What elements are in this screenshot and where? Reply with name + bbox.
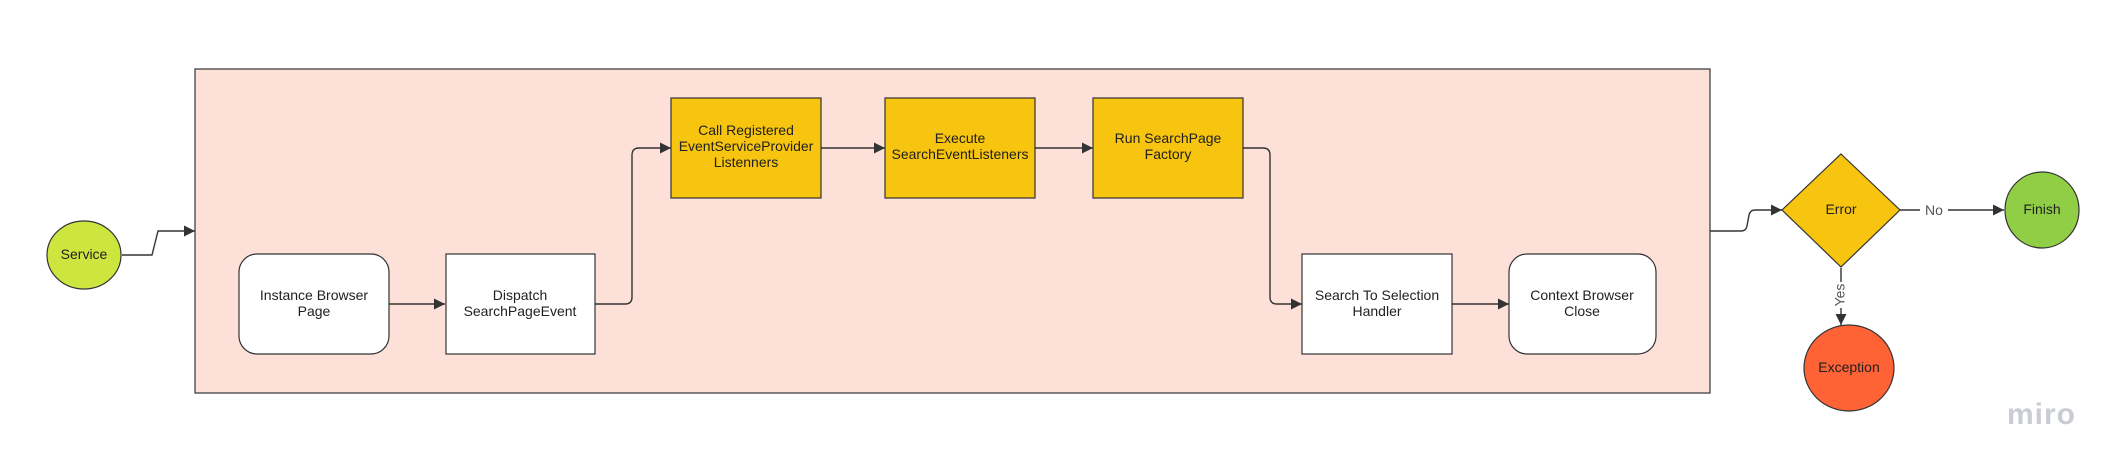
edge-label-yes: Yes [1832, 284, 1848, 307]
search-to-selection-handler-node[interactable] [1301, 253, 1453, 355]
call-registered-listeners-node[interactable] [670, 97, 822, 199]
context-browser-close-node[interactable] [1508, 253, 1657, 355]
node-label-line: EventServiceProvider [679, 138, 814, 154]
node-label-line: Error [1825, 201, 1856, 217]
node-label-line: Close [1564, 303, 1600, 319]
node-label-line: SearchEventListeners [892, 146, 1029, 162]
finish-label: Finish [2023, 201, 2060, 217]
exception-label: Exception [1818, 359, 1879, 375]
node-label-line: SearchPageEvent [464, 303, 577, 319]
execute-searcheventlisteners-node[interactable] [884, 97, 1036, 199]
node-label-line: Finish [2023, 201, 2060, 217]
node-label-line: Service [61, 246, 108, 262]
node-label-line: Page [298, 303, 331, 319]
error-label: Error [1825, 201, 1856, 217]
error-decision-node[interactable] [1781, 153, 1901, 268]
edge-dispatch-to-call[interactable] [595, 142, 671, 305]
dispatch-searchpageevent-node[interactable] [445, 253, 596, 355]
service-label: Service [61, 246, 108, 262]
instance-browser-page-node[interactable] [238, 253, 390, 355]
edge-run-to-search[interactable] [1243, 147, 1302, 310]
finish-node[interactable] [2004, 171, 2080, 249]
miro-watermark: miro [2007, 398, 2076, 431]
node-label-line: Search To Selection [1315, 287, 1439, 303]
exception-node[interactable] [1803, 324, 1895, 412]
node-label-line: Context Browser [1530, 287, 1634, 303]
node-label-line: Handler [1352, 303, 1401, 319]
node-label-line: Instance Browser [260, 287, 368, 303]
node-label-line: Dispatch [493, 287, 547, 303]
node-label-line: Listenners [714, 154, 779, 170]
node-label-line: Run SearchPage [1115, 130, 1222, 146]
node-label-line: Call Registered [698, 122, 794, 138]
service-node[interactable] [46, 220, 122, 290]
node-label-line: Exception [1818, 359, 1879, 375]
edge-service-to-container[interactable] [122, 225, 195, 256]
node-label-line: Execute [935, 130, 986, 146]
node-label-line: Factory [1145, 146, 1192, 162]
edge-label-no: No [1925, 202, 1943, 218]
edge-container-to-error[interactable] [1710, 204, 1782, 232]
run-searchpage-factory-node[interactable] [1092, 97, 1244, 199]
